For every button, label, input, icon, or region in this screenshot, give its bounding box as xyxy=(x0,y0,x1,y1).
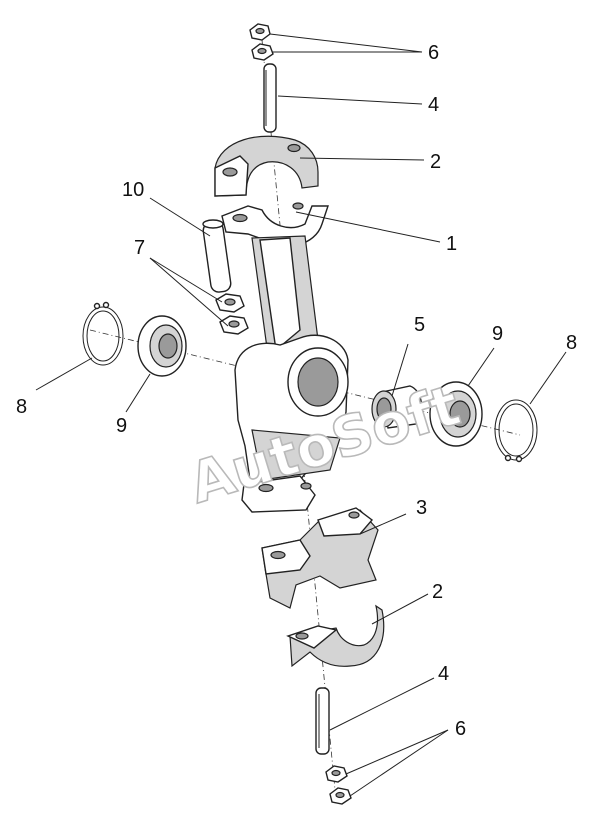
callout-6-bottom: 6 xyxy=(455,718,466,740)
top-nut-lower xyxy=(251,43,274,61)
right-circlip xyxy=(494,399,538,463)
bottom-stud xyxy=(315,687,330,755)
callout-4-top: 4 xyxy=(428,94,439,116)
callout-2-top: 2 xyxy=(430,151,441,173)
connecting-rod-body xyxy=(234,235,349,513)
callout-7: 7 xyxy=(134,237,145,259)
left-circlip xyxy=(82,301,124,366)
pin-10 xyxy=(202,219,232,293)
top-stud xyxy=(263,63,277,133)
nut-7-lower xyxy=(219,315,249,335)
bottom-nut-upper xyxy=(325,765,348,783)
callout-2-bottom: 2 xyxy=(432,581,443,603)
callout-6-top: 6 xyxy=(428,42,439,64)
upper-bearing-cap xyxy=(214,135,319,197)
lower-bearing-cap xyxy=(286,604,385,668)
callout-3: 3 xyxy=(416,497,427,519)
bottom-nut-lower xyxy=(329,787,352,805)
left-bearing xyxy=(137,315,187,377)
right-bushing xyxy=(371,385,423,429)
callout-4-bottom: 4 xyxy=(438,663,449,685)
callout-8-left: 8 xyxy=(16,396,27,418)
callout-8-right: 8 xyxy=(566,332,577,354)
lower-bracket-3 xyxy=(261,507,379,609)
callout-9-right: 9 xyxy=(492,323,503,345)
callout-1: 1 xyxy=(446,233,457,255)
leader-lines xyxy=(35,33,567,797)
callout-5: 5 xyxy=(414,314,425,336)
top-nut-upper xyxy=(249,23,271,41)
right-bearing xyxy=(429,381,483,447)
nut-7-upper xyxy=(215,293,245,313)
callout-10: 10 xyxy=(122,179,144,201)
callout-9-left: 9 xyxy=(116,415,127,437)
